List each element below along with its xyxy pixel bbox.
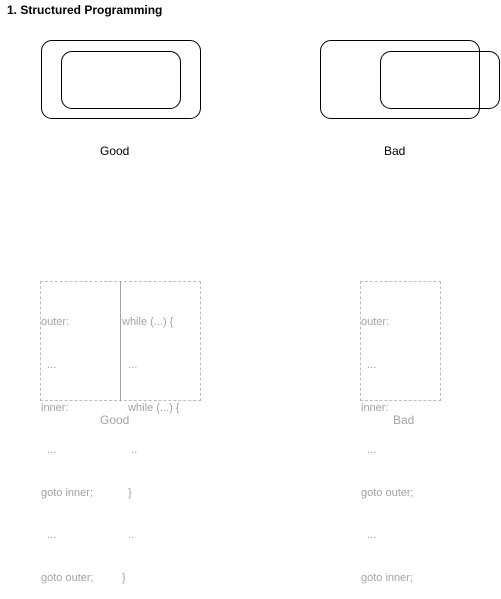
good-code-label: Good [100,413,130,427]
bad-goto-code: outer: ... inner: ... goto outer; ... go… [361,287,414,599]
overlapping-box-bad [380,51,500,109]
code-line: ... [361,444,377,457]
code-line: } [122,572,126,585]
code-line: ... [41,444,57,457]
code-line: ... [361,529,377,542]
code-line: ... [41,359,57,372]
code-line: inner: [41,401,69,414]
code-line: ... [41,529,57,542]
outer-box-bad [320,40,480,119]
code-line: goto outer; [361,486,414,499]
code-line: outer: [41,316,70,329]
code-line: } [122,486,132,499]
code-line: ... [122,359,138,372]
good-goto-code: outer: ... inner: ... goto inner; ... go… [41,287,94,599]
bad-diagram-label: Bad [384,144,406,158]
good-code-divider [120,281,121,401]
good-while-code: while (...) { ... while (...) { .. } .. … [122,287,179,599]
code-line: goto outer; [41,572,94,585]
good-diagram-label: Good [100,144,130,158]
code-line: .. [122,529,135,542]
code-line: goto inner; [361,572,413,585]
outer-box-good [41,40,201,119]
bad-code-frame [360,281,441,401]
code-line: goto inner; [41,486,93,499]
code-line: ... [361,359,377,372]
code-line: inner: [361,401,389,414]
code-line: while (...) { [122,316,174,329]
code-line: .. [122,444,138,457]
page-title: 1. Structured Programming [7,3,163,17]
code-line: while (...) { [122,401,180,414]
bad-code-label: Bad [393,413,415,427]
code-line: outer: [361,316,390,329]
inner-box-good [61,51,181,109]
